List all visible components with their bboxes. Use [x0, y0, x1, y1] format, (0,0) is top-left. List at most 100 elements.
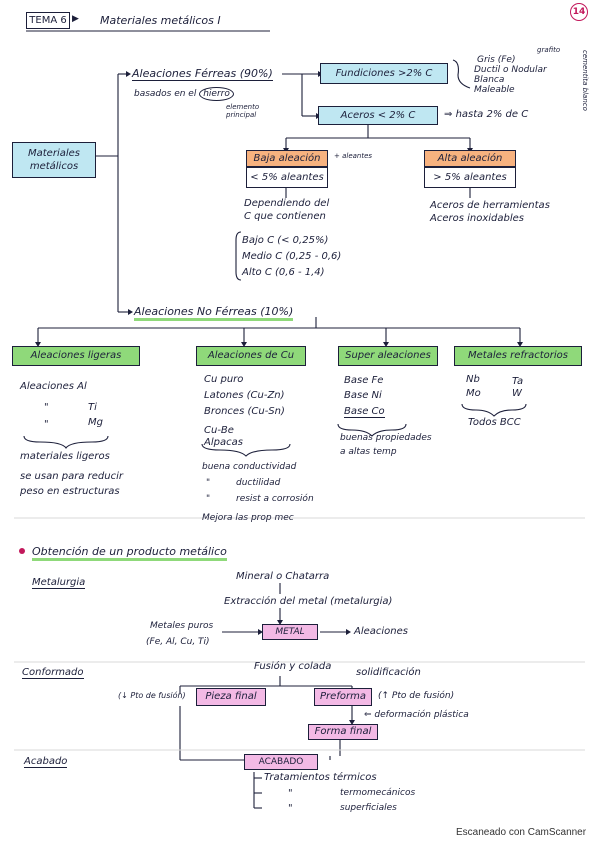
preforma-box: Preforma [314, 688, 372, 706]
super-item-2: Base Ni [344, 390, 382, 401]
fundiciones-box: Fundiciones >2% C [320, 63, 448, 84]
alta-label: Alta aleación [437, 152, 503, 164]
ligeras-ditto-1: " [44, 402, 49, 413]
cu-prop-1: buena conductividad [202, 462, 297, 472]
alta-sub-box: > 5% aleantes [424, 167, 516, 188]
preforma-label: Preforma [320, 691, 366, 702]
tema-box: TEMA 6 [26, 12, 70, 29]
pto-fusion-down: (↓ Pto de fusión) [118, 691, 186, 700]
cu-item-2: Latones (Cu-Zn) [204, 390, 285, 401]
depend-line2: C que contienen [244, 211, 326, 222]
carbon-medium: Medio C (0,25 - 0,6) [242, 251, 342, 262]
ferreas-title: Aleaciones Férreas (90%) [132, 67, 273, 81]
extraccion-label: Extracción del metal (metalurgia) [224, 596, 393, 607]
page-title: Materiales metálicos I [100, 14, 221, 27]
category-super-label: Super aleaciones [345, 350, 431, 361]
note-element-line2: principal [226, 110, 257, 119]
forma-final-label: Forma final [314, 726, 372, 737]
mineral-label: Mineral o Chatarra [236, 571, 330, 582]
grafito-note: grafito [537, 46, 561, 54]
fundiciones-label: Fundiciones >2% C [335, 67, 433, 79]
metal-box: METAL [262, 624, 318, 640]
ligeras-label: materiales ligeros [20, 451, 110, 462]
refr-note: Todos BCC [468, 417, 521, 428]
tratamiento-2: termomecánicos [340, 788, 416, 798]
ligeras-item-al: Aleaciones Al [20, 381, 87, 392]
root-materiales-metalicos: Materiales metálicos [12, 142, 96, 178]
cu-item-1: Cu puro [204, 374, 244, 385]
baja-sub-box: < 5% aleantes [246, 167, 328, 188]
alta-aleacion-box: Alta aleación [424, 150, 516, 167]
fund-type-3: Blanca [474, 75, 505, 85]
puros-line1: Metales puros [150, 621, 214, 631]
baja-label: Baja aleación [253, 152, 321, 164]
pieza-final-label: Pieza final [205, 691, 257, 702]
ferreas-note-element: elemento principal [226, 103, 260, 119]
page-number-badge: 14 [570, 3, 588, 21]
tema-label: TEMA 6 [29, 14, 67, 26]
tratamiento-3: superficiales [340, 803, 397, 813]
super-prop-2: a altas temp [340, 447, 397, 457]
fusion-label: Fusión y colada [254, 661, 332, 672]
category-refractorios: Metales refractorios [454, 346, 582, 366]
depend-line1: Dependiendo del [244, 198, 330, 209]
tratamiento-ditto-2: " [288, 803, 293, 814]
category-ligeras: Aleaciones ligeras [12, 346, 140, 366]
aleantes-note: + aleantes [334, 152, 373, 160]
refr-item-w: W [512, 388, 522, 399]
cu-prop-3: resist a corrosión [236, 494, 314, 504]
ligeras-use-1: se usan para reducir [20, 471, 123, 482]
cu-ditto-1: " [206, 478, 211, 488]
deformacion-text: deformación plástica [374, 710, 469, 720]
category-refractorios-label: Metales refractorios [468, 350, 568, 361]
fund-type-2: Ductil o Nodular [474, 65, 547, 75]
category-cu-label: Aleaciones de Cu [207, 350, 295, 361]
page-number: 14 [572, 6, 586, 17]
category-ligeras-label: Aleaciones ligeras [30, 350, 122, 361]
acabado-section-label: Acabado [24, 756, 68, 768]
ligeras-ditto-2: " [44, 419, 49, 430]
deformacion-label: ⇐ deformación plástica [364, 710, 469, 720]
fund-type-4: Maleable [474, 85, 515, 95]
no-ferreas-title: Aleaciones No Férreas (10%) [134, 306, 294, 321]
metalurgia-label: Metalurgia [32, 577, 86, 589]
ligeras-item-mg: Mg [88, 417, 103, 428]
super-item-3: Base Co [344, 406, 385, 418]
note-element-line1: elemento [226, 103, 260, 111]
tema-pointer-icon: ▶ [72, 14, 79, 24]
aceros-note-text: hasta 2% de C [455, 109, 529, 120]
cu-prop-2: ductilidad [236, 478, 281, 488]
fund-type-1: Gris (Fe) [477, 55, 516, 65]
cu-ditto-2: " [206, 494, 211, 504]
aleaciones-output: Aleaciones [354, 626, 408, 637]
category-super: Super aleaciones [338, 346, 438, 366]
forma-final-box: Forma final [308, 724, 378, 740]
pto-fusion-up: (↑ Pto de fusión) [378, 691, 455, 701]
metal-label: METAL [275, 626, 305, 637]
super-prop-1: buenas propiedades [340, 433, 432, 443]
hierro-circled: hierro [199, 87, 234, 101]
baja-aleacion-box: Baja aleación [246, 150, 328, 167]
root-label-line2: metálicos [29, 160, 79, 172]
aceros-box: Aceros < 2% C [318, 106, 438, 125]
baja-sub-label: < 5% aleantes [250, 171, 324, 183]
refr-item-mo: Mo [466, 388, 481, 399]
carbon-low: Bajo C (< 0,25%) [242, 235, 329, 246]
ferreas-note: basados en el hierro [134, 87, 234, 101]
alta-note-2: Aceros inoxidables [430, 213, 525, 224]
pieza-final-box: Pieza final [196, 688, 266, 706]
ferreas-note-text: basados en el [134, 89, 197, 99]
ligeras-use-2: peso en estructuras [20, 486, 120, 497]
rotated-note: cementita blanco [581, 50, 589, 111]
cu-item-3: Bronces (Cu-Sn) [204, 406, 285, 417]
aleantes-note-text: aleantes [342, 152, 373, 160]
tratamiento-1: Tratamientos térmicos [264, 772, 377, 783]
alta-note-1: Aceros de herramientas [430, 200, 550, 211]
scanner-footer: Escaneado con CamScanner [456, 827, 587, 838]
alta-sub-label: > 5% aleantes [433, 171, 507, 183]
root-label-line1: Materiales [28, 147, 80, 159]
aceros-label: Aceros < 2% C [340, 109, 416, 121]
cu-item-4: Cu-Be [204, 425, 234, 436]
obtencion-title: Obtención de un producto metálico [32, 546, 227, 561]
